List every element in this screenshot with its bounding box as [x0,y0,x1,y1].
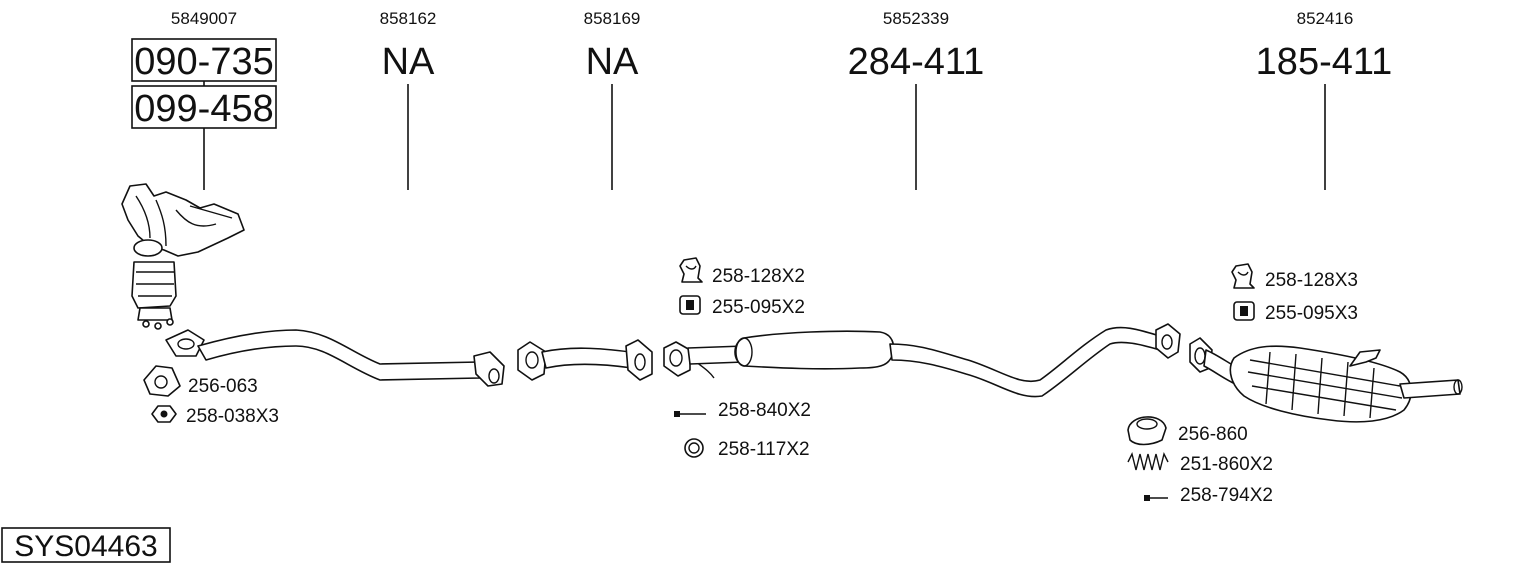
system-id-box: SYS04463 [1,527,171,563]
rear-silencer-drawing[interactable] [1189,337,1463,423]
accessory-label-256-860: 256-860 [1178,424,1248,445]
accessory-bolt-middle[interactable]: 258-840X2 [674,400,811,421]
accessory-ring-middle[interactable]: 258-117X2 [684,438,810,460]
front-pipe-drawing[interactable] [165,329,505,387]
oem-number-middle-silencer: 5852339 [883,9,949,28]
accessory-label-258-840x2: 258-840X2 [718,400,811,421]
accessory-label-258-128x3: 258-128X3 [1265,270,1358,291]
accessory-bolt-rear[interactable]: 258-794X2 [1144,485,1273,506]
accessory-label-251-860x2: 251-860X2 [1180,454,1273,475]
accessory-label-255-095x3: 255-095X3 [1265,303,1358,324]
accessory-label-258-117x2: 258-117X2 [718,439,810,460]
accessory-rubber-hanger-middle[interactable]: 258-128X2 [679,257,805,287]
accessory-label-258-038x3: 258-038X3 [186,406,279,427]
accessory-rubber-hanger-rear[interactable]: 258-128X3 [1231,263,1358,291]
accessory-mounting-rubber-middle[interactable]: 255-095X2 [679,295,805,318]
part-code-box-2[interactable]: 099-458 [131,85,277,130]
oem-number-front-pipe: 858162 [380,9,437,28]
part-code-manifold-1: 090-735 [134,41,273,83]
part-code-middle-silencer[interactable]: 284-411 [848,41,985,83]
accessory-seal-ring-rear[interactable]: 256-860 [1127,416,1248,446]
accessory-label-255-095x2: 255-095X2 [712,297,805,318]
accessory-gasket-front[interactable]: 256-063 [143,365,258,397]
middle-silencer-drawing[interactable] [663,323,1181,398]
part-code-rear-silencer[interactable]: 185-411 [1256,41,1393,83]
oem-number-rear-silencer: 852416 [1297,9,1354,28]
system-id-label: SYS04463 [14,530,157,563]
part-code-manifold-2: 099-458 [134,88,273,130]
part-code-flex-pipe[interactable]: NA [586,41,639,83]
intermediate-pipe-drawing[interactable] [517,339,653,381]
accessory-mounting-rubber-rear[interactable]: 255-095X3 [1233,301,1358,324]
accessory-label-256-063: 256-063 [188,376,258,397]
part-code-front-pipe[interactable]: NA [382,41,435,83]
part-code-box-1[interactable]: 090-735 [131,38,277,83]
accessory-spring-rear[interactable]: 251-860X2 [1127,451,1273,475]
accessory-label-258-128x2: 258-128X2 [712,266,805,287]
accessory-label-258-794x2: 258-794X2 [1180,485,1273,506]
oem-number-flex-pipe: 858169 [584,9,641,28]
oem-number-manifold: 5849007 [171,9,237,28]
accessory-nut-front[interactable]: 258-038X3 [151,405,279,427]
exhaust-manifold-catalyst-drawing[interactable] [121,183,245,330]
